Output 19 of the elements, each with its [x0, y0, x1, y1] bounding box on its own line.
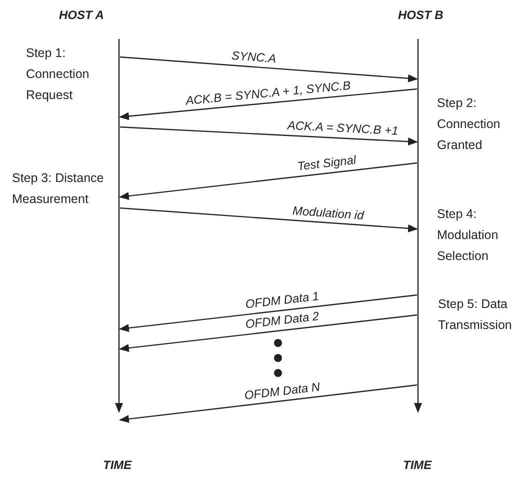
axis-label: TIME	[403, 458, 432, 472]
message-arrow	[119, 384, 418, 423]
message-arrow	[119, 88, 418, 120]
message-arrow	[119, 294, 418, 332]
edge-label: Modulation id	[290, 204, 367, 222]
message-arrow	[120, 56, 418, 82]
step-label: Step 5: Data Transmission	[438, 296, 513, 334]
message-arrow	[119, 314, 418, 352]
edge-label: ACK.B = SYNC.A + 1, SYNC.B	[182, 79, 353, 108]
step-label: Step 1: Connection Request	[26, 45, 90, 104]
message-arrow	[120, 207, 418, 232]
message-arrow	[119, 162, 418, 200]
axis-label: TIME	[103, 458, 132, 472]
step-label: Step 2: Connection Granted	[437, 95, 502, 154]
host-label: HOST A	[59, 8, 104, 22]
host-label: HOST B	[398, 8, 444, 22]
step-label: Step 3: Distance Measurement	[12, 170, 105, 208]
message-arrow	[120, 126, 418, 146]
step-label: Step 4: Modulation Selection	[437, 206, 500, 265]
